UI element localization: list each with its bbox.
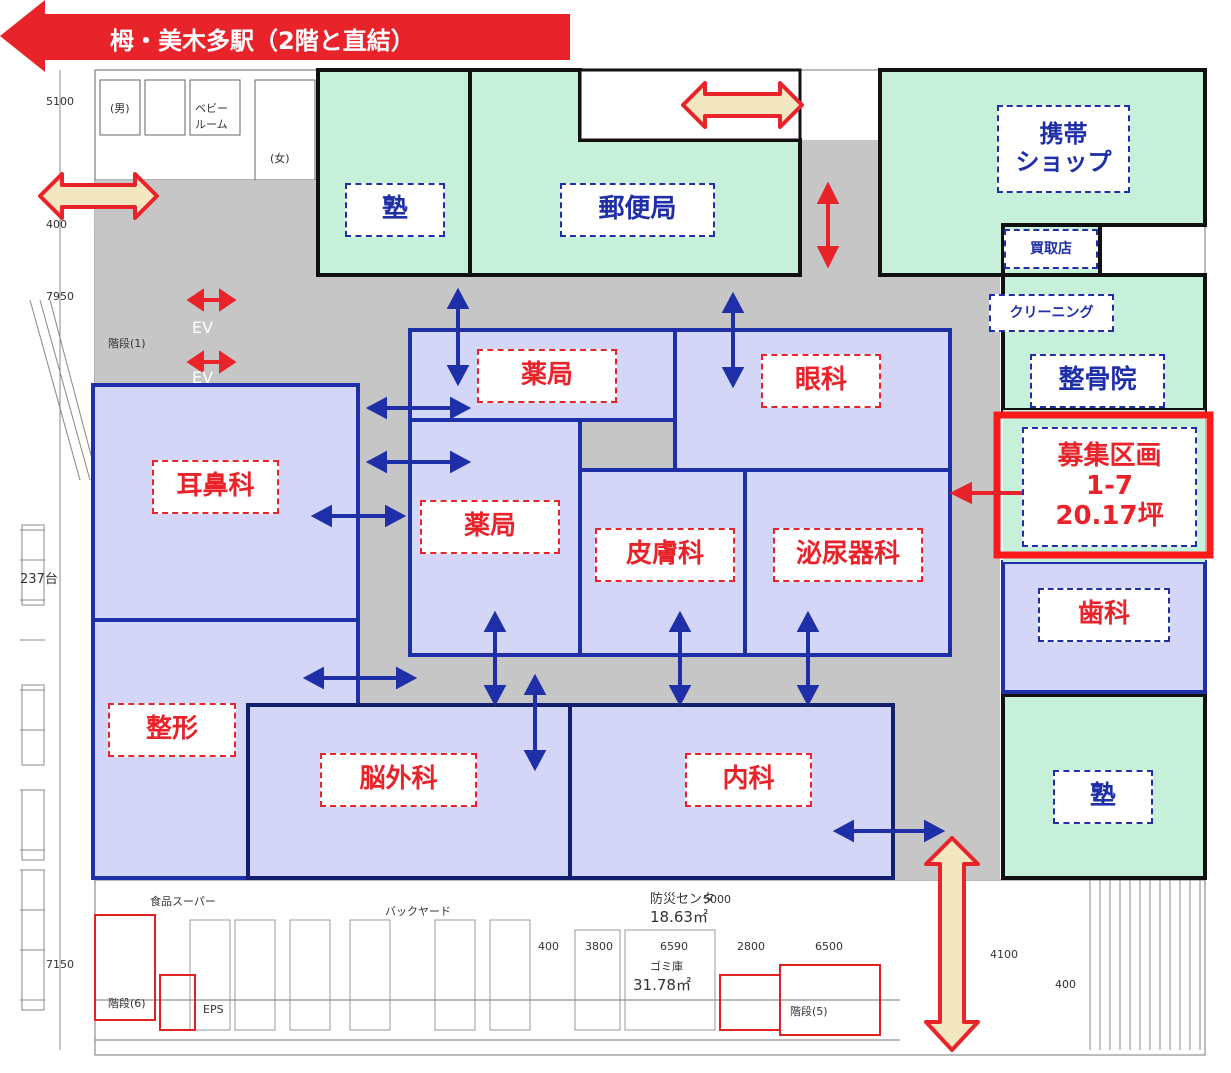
dermatology-label: 皮膚科 xyxy=(595,528,735,582)
women-wc-label: (女) xyxy=(270,152,290,165)
eps-label: EPS xyxy=(203,1003,224,1016)
disaster-center-label: 防災センタ xyxy=(650,892,716,907)
men-wc-label: (男) xyxy=(110,102,130,115)
beige-arrow-left xyxy=(38,172,159,220)
dim-5000: 5000 xyxy=(703,893,731,906)
dim-2800: 2800 xyxy=(737,940,765,953)
ev-label-1: EV xyxy=(192,318,214,337)
dim-7950: 7950 xyxy=(46,290,74,303)
background-plan-linework xyxy=(20,69,1206,1056)
post-office-label: 郵便局 xyxy=(560,183,715,237)
cleaning-label: クリーニング xyxy=(989,294,1114,332)
backyard-label: バックヤード xyxy=(385,905,451,918)
beige-arrow-bottom-right xyxy=(924,836,980,1052)
dim-3800: 3800 xyxy=(585,940,613,953)
orthopedics-label: 整形 xyxy=(108,703,236,757)
garbage-area-label: 31.78㎡ xyxy=(633,976,691,994)
parking-count-label: 237台 xyxy=(20,572,58,587)
beige-arrow-top-center xyxy=(681,81,804,129)
dentistry-label: 歯科 xyxy=(1038,588,1170,642)
baby-room-label: ベビー ルーム xyxy=(195,102,228,131)
station-banner-arrow xyxy=(0,0,570,72)
stairs-1-label: 階段(1) xyxy=(108,337,146,350)
seikotsuin-label: 整骨院 xyxy=(1030,354,1165,408)
ent-block xyxy=(91,383,360,622)
recruit-section: 1-7 xyxy=(1086,471,1133,502)
pharmacy-top-label: 薬局 xyxy=(477,349,617,403)
dim-6590: 6590 xyxy=(660,940,688,953)
urology-label: 泌尿器科 xyxy=(773,528,923,582)
station-banner-label: 栂・美木多駅（2階と直結） xyxy=(110,26,415,55)
stairs-5-label: 階段(5) xyxy=(790,1005,828,1018)
juku-top-label: 塾 xyxy=(345,183,445,237)
ophthalmology-label: 眼科 xyxy=(761,354,881,408)
ent-label: 耳鼻科 xyxy=(152,460,279,514)
dim-400b: 400 xyxy=(538,940,559,953)
blue-arrows xyxy=(302,287,946,843)
pharmacy-center-label: 薬局 xyxy=(420,500,560,554)
internal-medicine-label: 内科 xyxy=(685,753,812,807)
juku-top-block xyxy=(316,68,472,277)
dim-400c: 400 xyxy=(1055,978,1076,991)
dim-6500: 6500 xyxy=(815,940,843,953)
dim-7150: 7150 xyxy=(46,958,74,971)
recruit-unit-outline xyxy=(993,411,1214,559)
dim-400a: 400 xyxy=(46,218,67,231)
kaitori-label: 買取店 xyxy=(1004,229,1098,269)
neurosurgery-label: 脳外科 xyxy=(320,753,477,807)
dim-5100: 5100 xyxy=(46,95,74,108)
stairs-6-label: 階段(6) xyxy=(108,997,146,1010)
mobile-shop-label: 携帯 ショップ xyxy=(997,105,1130,193)
garbage-label: ゴミ庫 xyxy=(650,960,683,973)
beige-arrows xyxy=(38,81,980,1052)
supermarket-label: 食品スーパー xyxy=(150,895,216,908)
ev-label-2: EV xyxy=(192,368,214,387)
recruit-area: 20.17坪 xyxy=(1055,500,1164,531)
recruit-unit-label: 募集区画 1-7 20.17坪 xyxy=(1022,427,1197,547)
juku-bottom-label: 塾 xyxy=(1053,770,1153,824)
recruit-title: 募集区画 xyxy=(1057,441,1162,472)
disaster-area-label: 18.63㎡ xyxy=(650,908,708,926)
dim-4100: 4100 xyxy=(990,948,1018,961)
